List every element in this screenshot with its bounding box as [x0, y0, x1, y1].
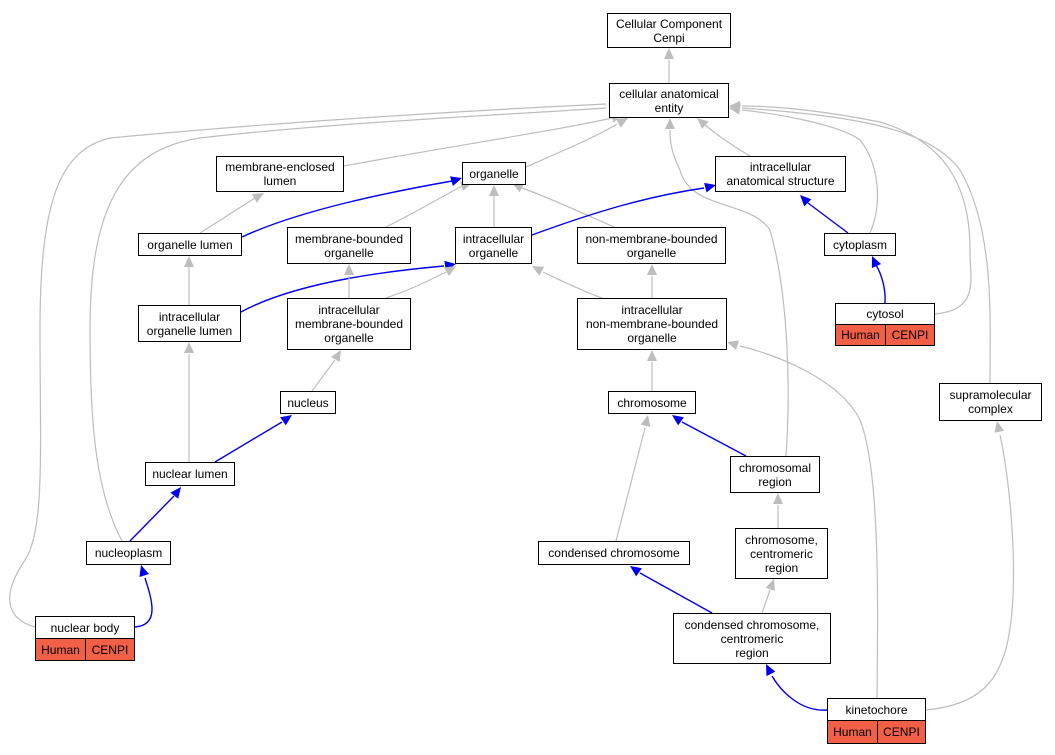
- edge-nlumen-to-iol: [184, 342, 194, 462]
- annotation-gene: CENPI: [884, 325, 934, 345]
- edge-nlumen-to-nucleus: [214, 415, 292, 463]
- node-iol: intracellular organelle lumen: [138, 305, 241, 342]
- node-condchr: condensed chromosome: [538, 541, 690, 565]
- node-organelle: organelle: [462, 162, 526, 185]
- edge-cytosol-to-cytoplasm: [871, 256, 886, 304]
- edge-chrreg-to-cae: [665, 118, 789, 457]
- annotation-species: Human: [833, 725, 872, 739]
- edge-kinetochore-to-cccr: [766, 664, 828, 711]
- edge-chromosome-to-inmbo: [647, 350, 657, 391]
- edge-nucleus-to-imbo: [311, 350, 341, 392]
- annotation-species: Human: [41, 642, 80, 657]
- node-ol: organelle lumen: [138, 233, 242, 256]
- edge-kinetochore-to-inmbo: [727, 340, 879, 699]
- node-nlumen: nuclear lumen: [145, 462, 235, 486]
- node-nmbo: non-membrane-bounded organelle: [577, 227, 726, 264]
- node-inmbo: intracellular non-membrane-bounded organ…: [577, 298, 727, 350]
- node-cccr: condensed chromosome, centromeric region: [673, 613, 831, 664]
- edge-chrreg-to-chromosome: [672, 415, 747, 457]
- edge-nmbo-to-organelle: [512, 183, 615, 228]
- edge-io-to-ias: [531, 182, 716, 236]
- edge-ias-to-cae: [697, 118, 751, 157]
- edge-nbody-to-nucleoplasm: [134, 565, 153, 628]
- edge-cytosol-to-cae: [729, 101, 972, 315]
- edge-inmbo-to-io: [532, 266, 603, 299]
- node-cytoplasm: cytoplasm: [824, 233, 896, 256]
- edge-smc-to-cae: [729, 102, 991, 384]
- edge-ccr-to-chrreg: [773, 493, 783, 528]
- edge-kinetochore-to-smc: [925, 421, 1015, 711]
- node-chromosome: chromosome: [608, 391, 696, 414]
- edge-mbo-to-organelle: [385, 181, 472, 228]
- annotation-kinetochore: Human CENPI: [827, 721, 926, 744]
- node-ias: intracellular anatomical structure: [715, 156, 846, 192]
- edge-imbo-to-io: [385, 266, 456, 299]
- annotation-species: Human: [841, 328, 880, 342]
- annotation-gene: CENPI: [876, 721, 925, 743]
- edge-cccr-to-ccr: [761, 579, 775, 614]
- edge-io-to-organelle: [489, 185, 499, 227]
- node-kinetochore: kinetochore: [827, 698, 926, 721]
- node-io: intracellular organelle: [455, 227, 532, 264]
- annotation-gene: CENPI: [84, 639, 134, 660]
- edge-organelle-to-cae: [525, 118, 628, 168]
- node-smc: supramolecular complex: [939, 383, 1042, 421]
- annotation-cytosol: Human CENPI: [835, 325, 935, 346]
- edge-ol-to-mel: [199, 193, 264, 234]
- node-mbo: membrane-bounded organelle: [287, 227, 411, 264]
- node-ccr: chromosome, centromeric region: [735, 528, 828, 579]
- edge-iol-to-ol: [184, 256, 194, 305]
- node-cae: cellular anatomical entity: [609, 83, 729, 118]
- edge-cae-to-root: [664, 48, 674, 83]
- node-imbo: intracellular membrane-bounded organelle: [287, 298, 411, 350]
- node-mel: membrane-enclosed lumen: [216, 156, 344, 192]
- edge-ol-to-organelle: [241, 176, 462, 238]
- node-cytosol: cytosol: [835, 303, 935, 325]
- node-nbody: nuclear body: [35, 616, 135, 639]
- node-nucleoplasm: nucleoplasm: [86, 541, 171, 565]
- edge-nucleoplasm-to-nlumen: [129, 487, 181, 542]
- edge-imbo-to-mbo: [344, 264, 354, 298]
- edge-cccr-to-condchr: [630, 566, 713, 614]
- edge-condchr-to-chromosome: [615, 415, 651, 542]
- edge-cytoplasm-to-ias: [800, 195, 849, 234]
- node-chrreg: chromosomal region: [730, 456, 820, 493]
- node-nucleus: nucleus: [280, 391, 336, 414]
- edge-inmbo-to-nmbo: [647, 264, 657, 298]
- node-root: Cellular Component Cenpi: [607, 13, 731, 48]
- annotation-nbody: Human CENPI: [35, 639, 135, 661]
